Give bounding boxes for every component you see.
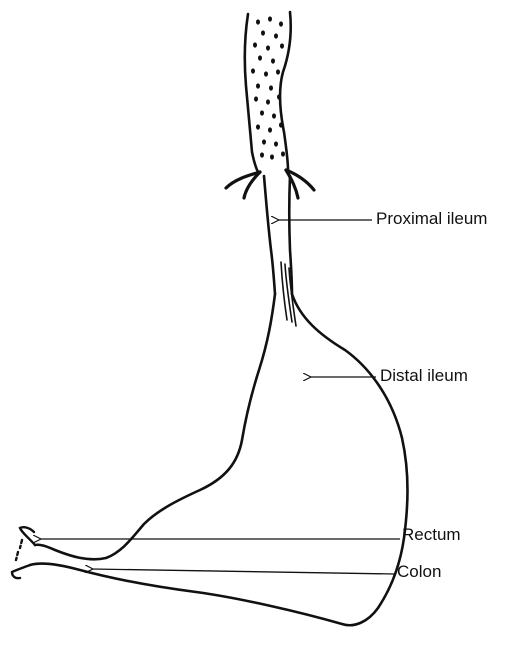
colon-label: Colon — [397, 562, 441, 582]
stumps — [12, 527, 35, 578]
rectum-label: Rectum — [402, 525, 461, 545]
upper-ileum-tube — [245, 12, 291, 172]
colon-pointer — [92, 569, 394, 574]
fold-lines — [281, 262, 296, 326]
distal-ileum-pouch — [30, 294, 408, 625]
pointer-lines — [40, 220, 400, 574]
proximal-ileum-label: Proximal ileum — [376, 209, 487, 229]
distal-ileum-label: Distal ileum — [380, 366, 468, 386]
proximal-ileum-segment — [264, 176, 292, 294]
clamp-marks — [226, 170, 314, 198]
